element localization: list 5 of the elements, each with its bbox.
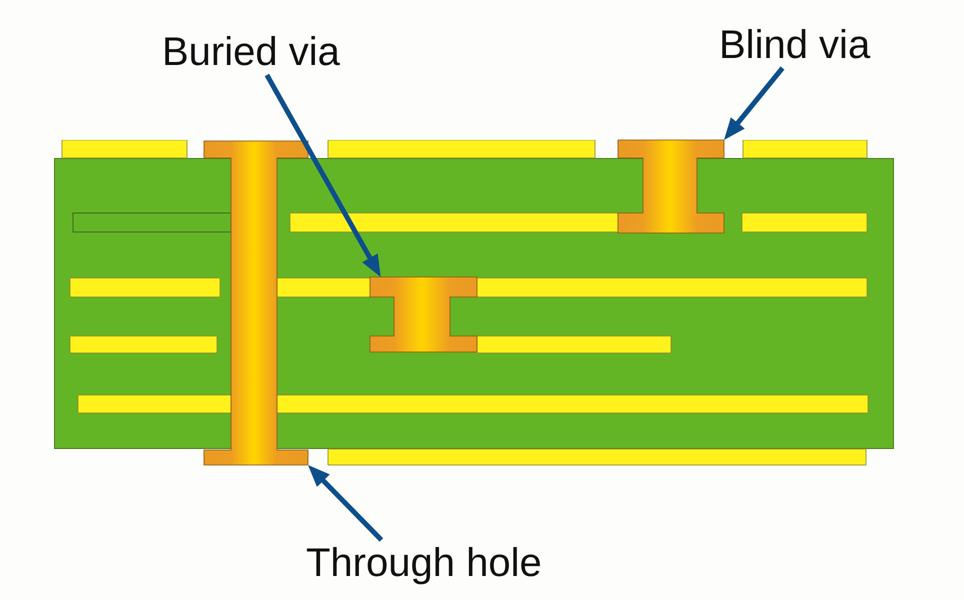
leader-arrow <box>306 463 384 542</box>
via-label: Buried via <box>162 29 340 75</box>
via-label: Blind via <box>719 22 870 68</box>
via-label: Through hole <box>306 540 542 586</box>
leader-arrow <box>722 66 784 142</box>
